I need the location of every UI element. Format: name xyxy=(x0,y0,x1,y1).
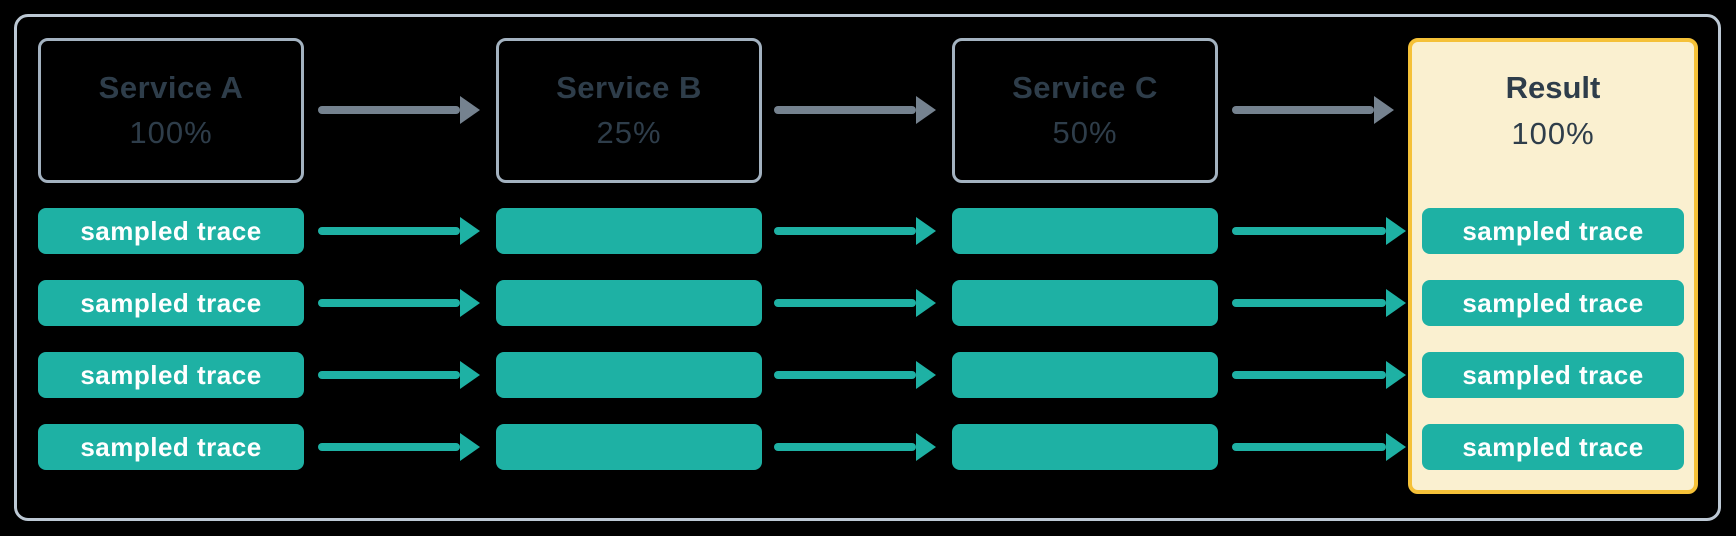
sampled-trace-box: sampled trace xyxy=(1422,352,1684,398)
sampled-trace-box xyxy=(952,208,1218,254)
service-c-rate: 50% xyxy=(1052,115,1118,150)
trace-arrow xyxy=(318,299,460,307)
service-b-box: Service B 25% xyxy=(496,38,762,183)
sampled-trace-label: sampled trace xyxy=(80,359,262,390)
trace-arrow xyxy=(1232,227,1386,235)
sampled-trace-box: sampled trace xyxy=(38,424,304,470)
service-a-label: Service A xyxy=(98,70,244,105)
sampled-trace-label: sampled trace xyxy=(1462,215,1644,246)
service-b-label: Service B xyxy=(556,70,702,105)
trace-arrow xyxy=(318,443,460,451)
service-a-rate: 100% xyxy=(129,115,213,150)
trace-arrow xyxy=(774,371,916,379)
trace-arrow xyxy=(1232,443,1386,451)
sampled-trace-box: sampled trace xyxy=(1422,280,1684,326)
trace-arrow xyxy=(1232,299,1386,307)
sampled-trace-box xyxy=(952,352,1218,398)
sampled-trace-label: sampled trace xyxy=(1462,287,1644,318)
trace-arrow xyxy=(774,299,916,307)
sampled-trace-label: sampled trace xyxy=(1462,431,1644,462)
sampled-trace-box xyxy=(952,424,1218,470)
result-label: Result xyxy=(1505,70,1601,105)
sampled-trace-box xyxy=(496,208,762,254)
sampled-trace-box xyxy=(496,280,762,326)
result-rate: 100% xyxy=(1511,116,1595,151)
sampled-trace-box: sampled trace xyxy=(38,352,304,398)
trace-arrow xyxy=(318,371,460,379)
service-a-box: Service A 100% xyxy=(38,38,304,183)
sampled-trace-box: sampled trace xyxy=(38,208,304,254)
sampled-trace-label: sampled trace xyxy=(80,287,262,318)
flow-arrow-b-to-c xyxy=(774,106,916,114)
sampled-trace-label: sampled trace xyxy=(1462,359,1644,390)
sampled-trace-box xyxy=(952,280,1218,326)
flow-arrow-a-to-b xyxy=(318,106,460,114)
sampled-trace-box xyxy=(496,352,762,398)
trace-arrow xyxy=(318,227,460,235)
sampled-trace-label: sampled trace xyxy=(80,431,262,462)
result-box: Result 100% xyxy=(1408,38,1698,494)
flow-arrow-c-to-result xyxy=(1232,106,1374,114)
service-b-rate: 25% xyxy=(596,115,662,150)
sampled-trace-label: sampled trace xyxy=(80,215,262,246)
result-title: Result 100% xyxy=(1412,70,1694,152)
trace-arrow xyxy=(774,443,916,451)
trace-arrow xyxy=(1232,371,1386,379)
sampled-trace-box xyxy=(496,424,762,470)
service-c-label: Service C xyxy=(1012,70,1158,105)
trace-arrow xyxy=(774,227,916,235)
sampled-trace-box: sampled trace xyxy=(1422,208,1684,254)
sampled-trace-box: sampled trace xyxy=(38,280,304,326)
sampled-trace-box: sampled trace xyxy=(1422,424,1684,470)
diagram-frame xyxy=(14,14,1721,521)
service-c-box: Service C 50% xyxy=(952,38,1218,183)
